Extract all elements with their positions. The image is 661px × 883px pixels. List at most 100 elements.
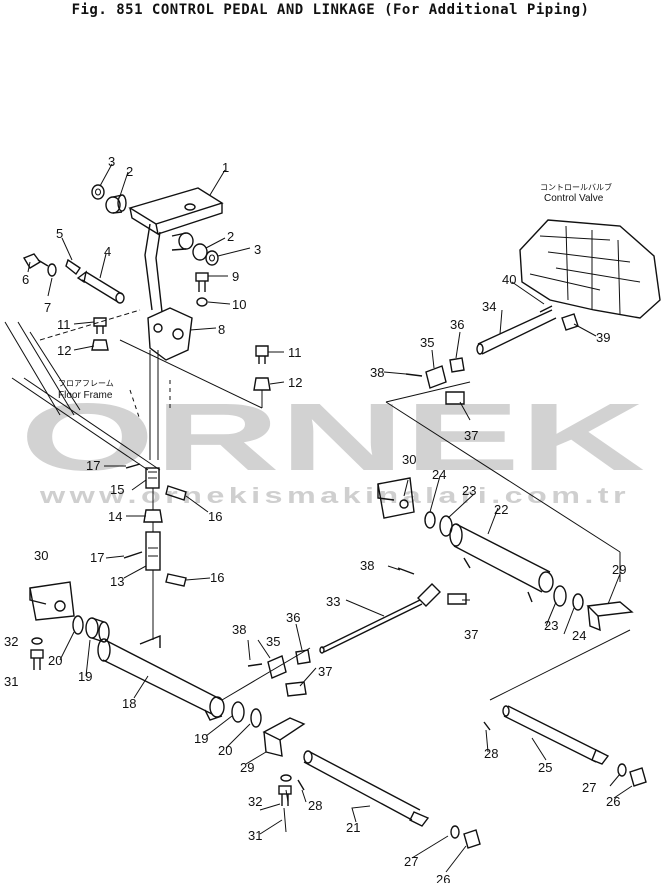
pin-37-lower: [285, 681, 307, 697]
cotter-pin-38-lower: [247, 663, 263, 667]
callout-36: 36: [450, 317, 464, 332]
cotter-pin-17-upper: [125, 463, 141, 469]
callout-2: 2: [126, 164, 133, 179]
bushing-23-upper: [439, 515, 453, 537]
pin-40: [539, 305, 553, 313]
callout-36: 36: [286, 610, 300, 625]
callout-38: 38: [232, 622, 246, 637]
bolt-31-left: [30, 649, 44, 670]
callout-3: 3: [254, 242, 261, 257]
cotter-pin-28-lower: [297, 779, 305, 791]
callout-9: 9: [232, 269, 239, 284]
cotter-pin-38-center: [397, 567, 415, 575]
bracket-8: [147, 307, 193, 361]
callout-15: 15: [110, 482, 124, 497]
callout-8: 8: [218, 322, 225, 337]
control-valve: [519, 219, 661, 319]
washer-32-right: [280, 774, 292, 782]
callout-27: 27: [582, 780, 596, 795]
bushing-19-right: [231, 701, 245, 723]
callout-21: 21: [346, 820, 360, 835]
bracket-30-right: [377, 477, 415, 519]
callout-29: 29: [240, 760, 254, 775]
washer-24-lower: [572, 593, 584, 611]
callout-37: 37: [464, 627, 478, 642]
callout-32: 32: [248, 794, 262, 809]
nut-12-right: [253, 377, 271, 391]
nut-12-left: [91, 339, 109, 351]
rod-34: [476, 309, 557, 355]
callout-28: 28: [484, 746, 498, 761]
callout-20: 20: [218, 743, 232, 758]
control-valve-label-en: Control Valve: [544, 193, 604, 204]
callout-16: 16: [210, 570, 224, 585]
pedal-assembly: [128, 187, 224, 313]
callout-7: 7: [44, 300, 51, 315]
callout-31: 31: [248, 828, 262, 843]
floor-frame-label-en: Floor Frame: [58, 390, 113, 401]
tube-21: [303, 750, 430, 827]
callout-22: 22: [494, 502, 508, 517]
nut-36-lower: [295, 649, 311, 665]
washer-3-top: [91, 184, 105, 200]
washer-20-left: [72, 615, 84, 635]
washer-3-right: [205, 250, 219, 266]
washer-7: [47, 263, 57, 277]
callout-17: 17: [90, 550, 104, 565]
callout-26: 26: [436, 872, 450, 883]
callout-35: 35: [266, 634, 280, 649]
pin-37-center: [447, 593, 467, 605]
clevis-35-upper: [425, 365, 447, 389]
callout-12: 12: [57, 343, 71, 358]
callout-5: 5: [56, 226, 63, 241]
callout-numbers: 1 2 3 2 3 4 5 6 7 8 9 10 11 12 11 12 13 …: [4, 154, 626, 883]
bolt-11-right: [255, 345, 269, 364]
callout-6: 6: [22, 272, 29, 287]
callout-12: 12: [288, 375, 302, 390]
bolt-31-right: [278, 785, 292, 806]
leader-lines: [27, 163, 633, 873]
callout-31: 31: [4, 674, 18, 689]
bushing-2-right: [192, 243, 208, 261]
callout-17: 17: [86, 458, 100, 473]
callout-19: 19: [78, 669, 92, 684]
grease-fitting-5: [65, 258, 81, 276]
clevis-13: [145, 531, 161, 571]
nut-36-upper: [449, 357, 465, 373]
callout-11: 11: [57, 317, 71, 332]
bolt-6: [22, 253, 49, 269]
callout-25: 25: [538, 760, 552, 775]
washer-20-right: [250, 708, 262, 728]
cotter-pin-17-lower: [123, 551, 143, 559]
washer-27-right: [617, 763, 627, 777]
tube-25: [502, 705, 610, 765]
callout-30: 30: [402, 452, 416, 467]
callout-14: 14: [108, 509, 122, 524]
callout-1: 1: [222, 160, 229, 175]
washer-27-lower: [450, 825, 460, 839]
bushing-19-left: [85, 617, 110, 643]
pin-16-lower: [165, 573, 187, 587]
callout-18: 18: [122, 696, 136, 711]
nut-14: [143, 509, 163, 523]
callout-19: 19: [194, 731, 208, 746]
callout-40: 40: [502, 272, 516, 287]
callout-39: 39: [596, 330, 610, 345]
callout-38: 38: [370, 365, 384, 380]
watermark-url: www.ornekismakinalari.com.tr: [39, 483, 630, 508]
bolt-9: [195, 272, 209, 292]
callout-37: 37: [464, 428, 478, 443]
callout-23: 23: [462, 483, 476, 498]
bushing-2-top: [105, 194, 127, 214]
cotter-pin-38-upper: [405, 373, 423, 377]
nut-39: [561, 313, 579, 331]
callout-3: 3: [108, 154, 115, 169]
callout-24: 24: [572, 628, 586, 643]
rod-33: [319, 583, 441, 654]
callout-11: 11: [288, 345, 302, 360]
bolt-26-lower: [463, 829, 481, 849]
tube-22: [449, 523, 554, 603]
callout-24: 24: [432, 467, 446, 482]
tube-18: [97, 634, 225, 721]
callout-23: 23: [544, 618, 558, 633]
